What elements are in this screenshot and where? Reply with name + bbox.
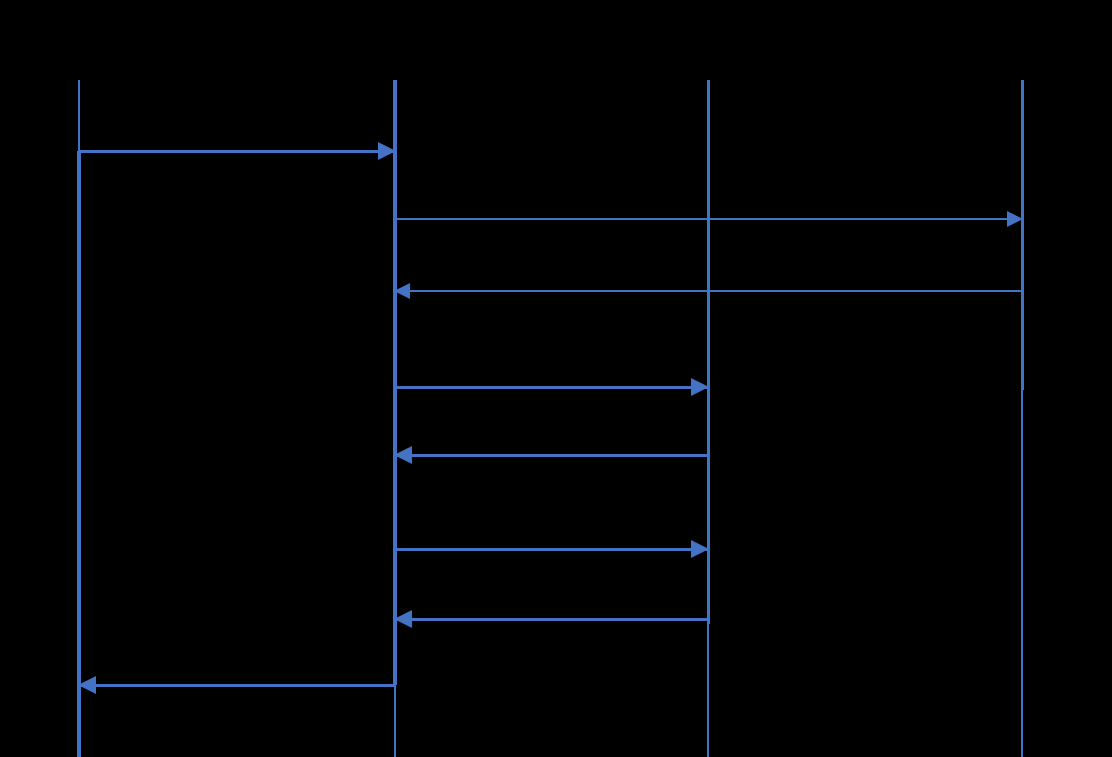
lifeline-p4	[1021, 80, 1023, 757]
message-arrow-m3	[394, 283, 1022, 299]
message-arrow-m1	[79, 142, 396, 160]
diagram-title	[0, 0, 24, 16]
arrow-head-icon	[1007, 211, 1023, 227]
activation-bar-p2	[393, 80, 397, 685]
activation-bar-p1	[77, 151, 81, 757]
message-arrow-m2	[395, 211, 1023, 227]
arrow-head-icon	[394, 610, 412, 628]
message-arrow-m7	[394, 610, 708, 628]
arrow-shaft	[395, 290, 1022, 292]
arrow-head-icon	[691, 540, 709, 558]
arrow-head-icon	[394, 283, 410, 299]
arrow-shaft	[79, 149, 395, 153]
arrow-head-icon	[78, 676, 96, 694]
arrow-shaft	[79, 683, 395, 687]
arrow-head-icon	[691, 378, 709, 396]
message-arrow-m4	[395, 378, 709, 396]
arrow-shaft	[395, 617, 708, 621]
arrow-head-icon	[394, 446, 412, 464]
arrow-shaft	[395, 547, 708, 551]
arrow-head-icon	[378, 142, 396, 160]
arrow-shaft	[395, 385, 708, 389]
activation-bar-p3	[707, 80, 710, 624]
message-arrow-m8	[78, 676, 395, 694]
arrow-shaft	[395, 453, 708, 457]
activation-bar-p4	[1021, 80, 1024, 390]
arrow-shaft	[395, 218, 1022, 220]
message-arrow-m6	[395, 540, 709, 558]
message-arrow-m5	[394, 446, 708, 464]
